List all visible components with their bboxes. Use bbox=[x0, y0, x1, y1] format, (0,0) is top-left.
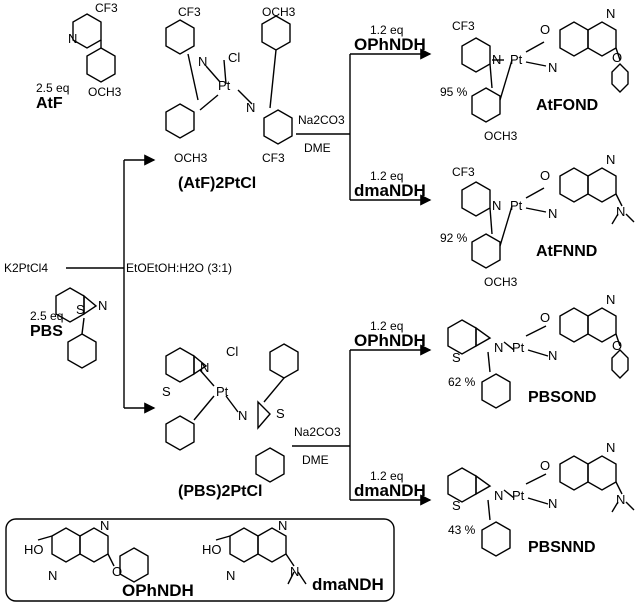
n-label: N bbox=[492, 198, 501, 213]
cf3-label: CF3 bbox=[452, 19, 475, 33]
pt-label: Pt bbox=[510, 52, 523, 67]
o-label: O bbox=[540, 168, 550, 183]
atfnnd-yield: 92 % bbox=[440, 231, 468, 245]
ophndh-label: OPhNDH bbox=[354, 35, 426, 54]
s-label: S bbox=[452, 350, 461, 365]
n-label: N bbox=[616, 204, 625, 219]
pbs-name: PBS bbox=[30, 323, 63, 340]
n-label: N bbox=[226, 568, 235, 583]
s-label: S bbox=[452, 498, 461, 513]
pt-label: Pt bbox=[216, 384, 229, 399]
o-label: O bbox=[540, 458, 550, 473]
atf-ligand: CF3 N OCH3 bbox=[68, 1, 122, 99]
ho-label: HO bbox=[24, 542, 44, 557]
n-label: N bbox=[606, 6, 615, 21]
n-label: N bbox=[100, 518, 109, 533]
legend-box bbox=[5, 518, 395, 602]
n-label: N bbox=[606, 152, 615, 167]
na2co3-label: Na2CO3 bbox=[298, 113, 345, 127]
n-label: N bbox=[548, 60, 557, 75]
n-label: N bbox=[48, 568, 57, 583]
o-label: O bbox=[612, 50, 622, 65]
pbsond-yield: 62 % bbox=[448, 375, 476, 389]
pt-label: Pt bbox=[512, 340, 525, 355]
atf-dimer-structure: CF3 N Pt Cl N OCH3 OCH3 CF3 bbox=[165, 5, 296, 165]
atfnnd-label: AtFNND bbox=[536, 243, 597, 260]
solvent-label: EtOEtOH:H2O (3:1) bbox=[126, 261, 232, 275]
n-label: N bbox=[548, 348, 557, 363]
o-label: O bbox=[540, 310, 550, 325]
ophndh-legend-label: OPhNDH bbox=[122, 581, 194, 600]
atfond-structure: CF3 N Pt O N N O OCH3 bbox=[452, 6, 629, 143]
na2co3-label: Na2CO3 bbox=[294, 425, 341, 439]
pt-label: Pt bbox=[512, 488, 525, 503]
n-label: N bbox=[606, 440, 615, 455]
n-label: N bbox=[200, 360, 209, 375]
dmandh-eq: 1.2 eq bbox=[370, 469, 403, 483]
och3-label: OCH3 bbox=[484, 129, 518, 143]
atfnnd-structure: CF3 N Pt O N N N OCH3 bbox=[452, 152, 635, 289]
atf-dimer-label: (AtF)2PtCl bbox=[178, 175, 256, 192]
dmandh-label: dmaNDH bbox=[354, 181, 426, 200]
dmandh-eq: 1.2 eq bbox=[370, 169, 403, 183]
n-label: N bbox=[98, 298, 107, 313]
o-label: O bbox=[540, 22, 550, 37]
pt-label: Pt bbox=[510, 198, 523, 213]
n-label: N bbox=[492, 52, 501, 67]
cl-label: Cl bbox=[228, 50, 240, 65]
pt-label: Pt bbox=[218, 78, 231, 93]
n-label: N bbox=[198, 54, 207, 69]
cf3-label: CF3 bbox=[178, 5, 201, 19]
pbsond-label: PBSOND bbox=[528, 389, 596, 406]
ophndh-label: OPhNDH bbox=[354, 331, 426, 350]
k2ptcl4-label: K2PtCl4 bbox=[4, 261, 48, 275]
pbsnnd-yield: 43 % bbox=[448, 523, 476, 537]
dmandh-label: dmaNDH bbox=[354, 481, 426, 500]
n-label: N bbox=[494, 488, 503, 503]
s-label: S bbox=[162, 384, 171, 399]
o-label: O bbox=[112, 564, 122, 579]
ophndh-eq: 1.2 eq bbox=[370, 23, 403, 37]
n-label: N bbox=[238, 408, 247, 423]
dmandh-legend-structure: HO N N N bbox=[202, 518, 307, 585]
cl-label: Cl bbox=[226, 344, 238, 359]
o-label: O bbox=[612, 338, 622, 353]
n-label: N bbox=[548, 206, 557, 221]
n-label: N bbox=[616, 492, 625, 507]
n-label: N bbox=[606, 292, 615, 307]
pbs-eq: 2.5 eq bbox=[30, 309, 63, 323]
dmandh-legend-label: dmaNDH bbox=[312, 575, 384, 594]
n-label: N bbox=[68, 31, 77, 46]
n-label: N bbox=[290, 564, 299, 579]
cf3-label: CF3 bbox=[262, 151, 285, 165]
pbs-ligand: S N bbox=[55, 287, 107, 369]
n-label: N bbox=[494, 340, 503, 355]
n-label: N bbox=[548, 496, 557, 511]
pbsond-structure: S N Pt O N N O bbox=[447, 292, 629, 409]
s-label: S bbox=[76, 302, 85, 317]
pbs-dimer-label: (PBS)2PtCl bbox=[178, 483, 262, 500]
n-label: N bbox=[246, 100, 255, 115]
pbsnnd-label: PBSNND bbox=[528, 539, 596, 556]
dme-label: DME bbox=[302, 453, 329, 467]
atfond-yield: 95 % bbox=[440, 85, 468, 99]
atf-name: AtF bbox=[36, 95, 63, 112]
ho-label: HO bbox=[202, 542, 222, 557]
s-label: S bbox=[276, 406, 285, 421]
ophndh-eq: 1.2 eq bbox=[370, 319, 403, 333]
cf3-label: CF3 bbox=[95, 1, 118, 15]
n-label: N bbox=[278, 518, 287, 533]
pbs-dimer-structure: S N Pt Cl N S bbox=[162, 343, 299, 483]
och3-label: OCH3 bbox=[88, 85, 122, 99]
cf3-label: CF3 bbox=[452, 165, 475, 179]
atf-eq: 2.5 eq bbox=[36, 81, 69, 95]
dme-label: DME bbox=[304, 141, 331, 155]
atfond-label: AtFOND bbox=[536, 97, 598, 114]
och3-label: OCH3 bbox=[484, 275, 518, 289]
ophndh-legend-structure: HO N N O bbox=[24, 518, 149, 583]
pbsnnd-structure: S N Pt O N N N bbox=[447, 440, 635, 557]
och3-label: OCH3 bbox=[174, 151, 208, 165]
och3-label: OCH3 bbox=[262, 5, 296, 19]
